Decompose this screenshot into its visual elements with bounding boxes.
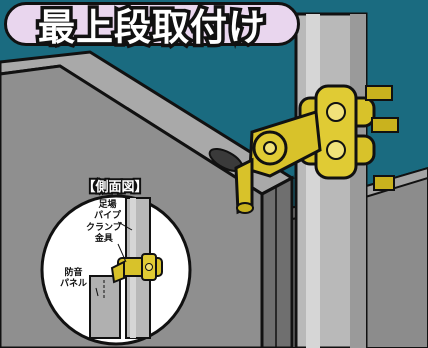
side-view-inset — [40, 194, 192, 346]
panel-side-edge — [260, 175, 294, 348]
callout-clamp: クランプ 金具 — [86, 223, 122, 245]
title-badge: 最上段取付け — [4, 2, 300, 53]
callout-scaffold-pipe: 足場 パイプ — [94, 200, 121, 222]
callout-panel-line1: 防音 — [64, 268, 83, 278]
callout-scaffold-pipe-line1: 足場 — [98, 200, 117, 210]
callout-scaffold-pipe-line2: パイプ — [94, 211, 122, 221]
callout-clamp-line1: クランプ — [86, 223, 122, 233]
page-title: 最上段取付け — [35, 3, 269, 53]
side-view-label: 【側面図】 — [80, 178, 149, 197]
inset-panel — [89, 275, 121, 339]
clamp-fitting — [234, 84, 399, 215]
callout-panel: 防音 パネル — [60, 268, 87, 290]
callout-panel-line2: パネル — [60, 279, 88, 289]
callout-clamp-line2: 金具 — [94, 234, 113, 244]
